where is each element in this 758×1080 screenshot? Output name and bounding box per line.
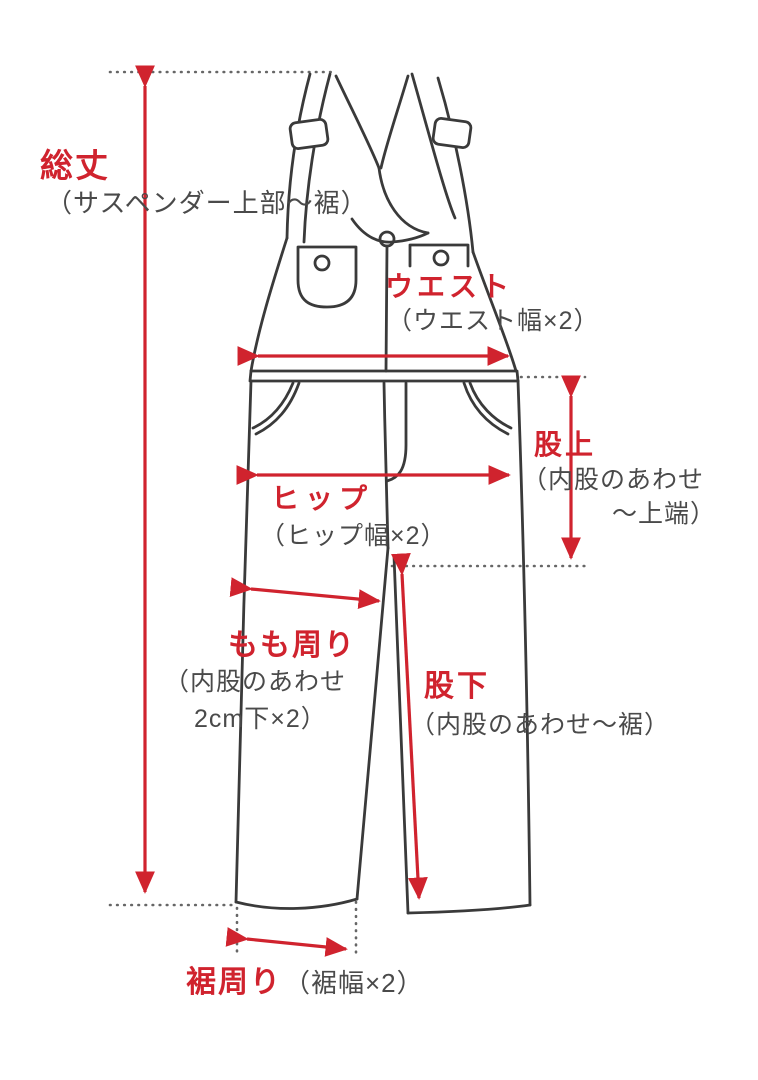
right-strap-inner-edge	[410, 72, 457, 220]
waist-note: （ウエスト幅×2）	[387, 307, 600, 335]
right-strap-front-edge	[377, 166, 430, 235]
waistband	[248, 369, 520, 383]
right-strap-outer-edge	[436, 76, 475, 254]
measurement-arrows	[135, 65, 581, 957]
total-length-label: 総丈	[40, 147, 110, 184]
left-chest-pocket	[296, 245, 358, 309]
thigh-note-line1: （内股のあわせ	[164, 668, 347, 696]
right-leg-hem	[406, 903, 532, 915]
rise-label: 股上	[534, 429, 597, 460]
right-chest-pocket-button-icon	[432, 249, 450, 267]
right-chest-pocket	[408, 243, 470, 268]
hem-note: （裾幅×2）	[284, 968, 424, 998]
right-strap-buckle	[431, 116, 473, 150]
rise-note-line2: ～上端）	[612, 500, 717, 528]
right-side-pocket	[462, 381, 513, 436]
hem-arrow	[225, 927, 348, 957]
right-leg-outer-seam	[516, 379, 532, 907]
left-leg-hem	[234, 897, 359, 910]
bib-right-edge	[471, 250, 518, 373]
left-side-pocket	[251, 381, 301, 436]
total-length-note: （サスペンダー上部～裾）	[46, 188, 368, 218]
rise-note-line1: （内股のあわせ	[522, 466, 705, 494]
hem-label: 裾周り	[186, 966, 282, 999]
hip-label: ヒップ	[271, 483, 374, 514]
center-button-icon	[378, 230, 396, 248]
hem-label-row: 裾周り （裾幅×2）	[186, 966, 424, 999]
fly-stitch-line	[385, 381, 408, 483]
garment-drawing	[234, 72, 532, 915]
thigh-note-line2: 2cm下×2）	[194, 705, 327, 733]
hip-note: （ヒップ幅×2）	[260, 522, 447, 550]
left-strap-outer-edge	[285, 72, 312, 240]
left-strap-buckle	[288, 117, 330, 151]
inseam-arrow	[391, 553, 428, 900]
inseam-label: 股下	[424, 670, 490, 703]
neck-v-right-edge	[379, 74, 410, 170]
waist-label: ウエスト	[385, 271, 514, 302]
left-chest-pocket-button-icon	[313, 254, 331, 272]
inseam-note: （内股のあわせ～裾）	[410, 711, 671, 739]
right-leg-inseam	[392, 554, 410, 915]
neck-v-left-edge	[334, 74, 381, 170]
thigh-arrow	[229, 577, 381, 609]
left-strap-inner-edge	[302, 72, 332, 244]
thigh-label: もも周り	[228, 629, 356, 662]
left-leg-outer-seam	[234, 379, 253, 904]
bib-left-edge	[249, 236, 289, 373]
left-leg-inseam	[355, 546, 390, 901]
